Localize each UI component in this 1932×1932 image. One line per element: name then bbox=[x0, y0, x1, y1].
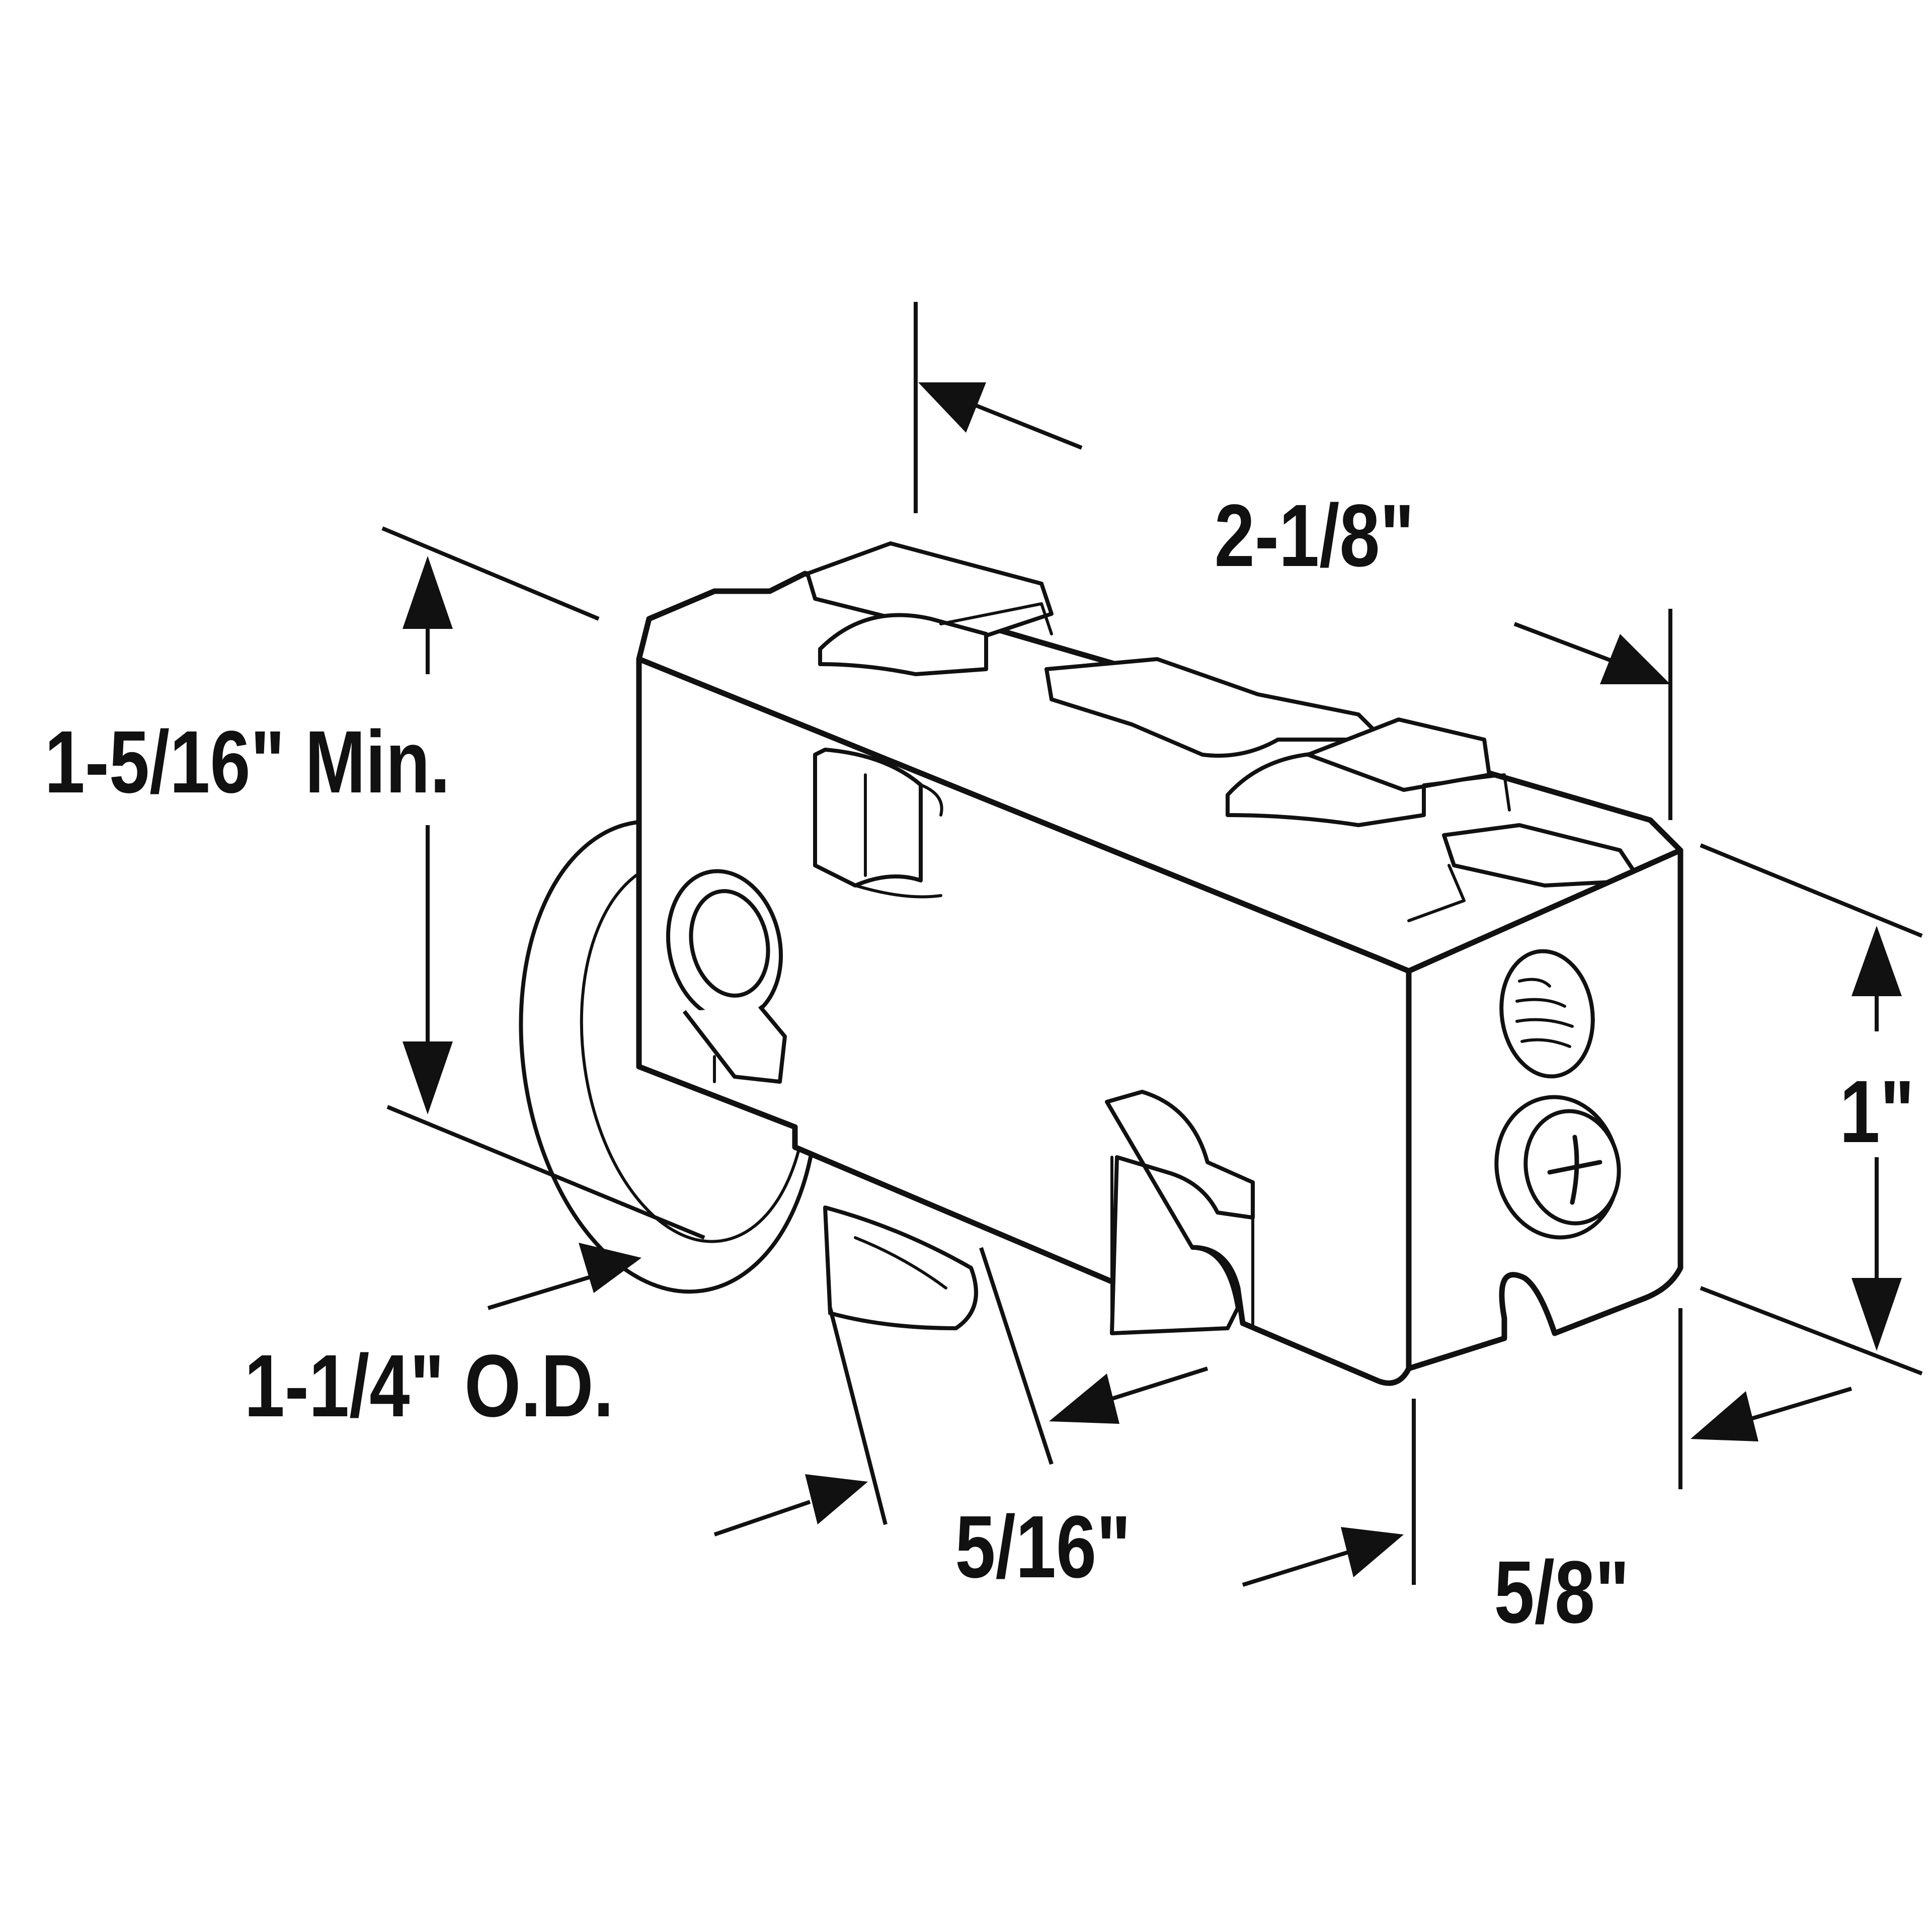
label-housing-width: 5/8" bbox=[1494, 1543, 1630, 1642]
axle-bushing bbox=[666, 869, 787, 1084]
label-wheel-diameter: 1-1/4" O.D. bbox=[245, 1336, 614, 1435]
label-housing-height: 1" bbox=[1839, 1062, 1914, 1161]
adjustment-screw bbox=[1494, 1095, 1621, 1240]
top-clips bbox=[806, 541, 1642, 922]
label-height-min: 1-5/16" Min. bbox=[44, 712, 450, 812]
roller-assembly bbox=[519, 541, 1683, 1386]
label-length: 2-1/8" bbox=[1215, 486, 1414, 585]
dimension-lines bbox=[381, 302, 1923, 1587]
label-wheel-width: 5/16" bbox=[955, 1497, 1131, 1596]
threaded-hole bbox=[1499, 949, 1595, 1079]
front-clips bbox=[813, 748, 1255, 1335]
